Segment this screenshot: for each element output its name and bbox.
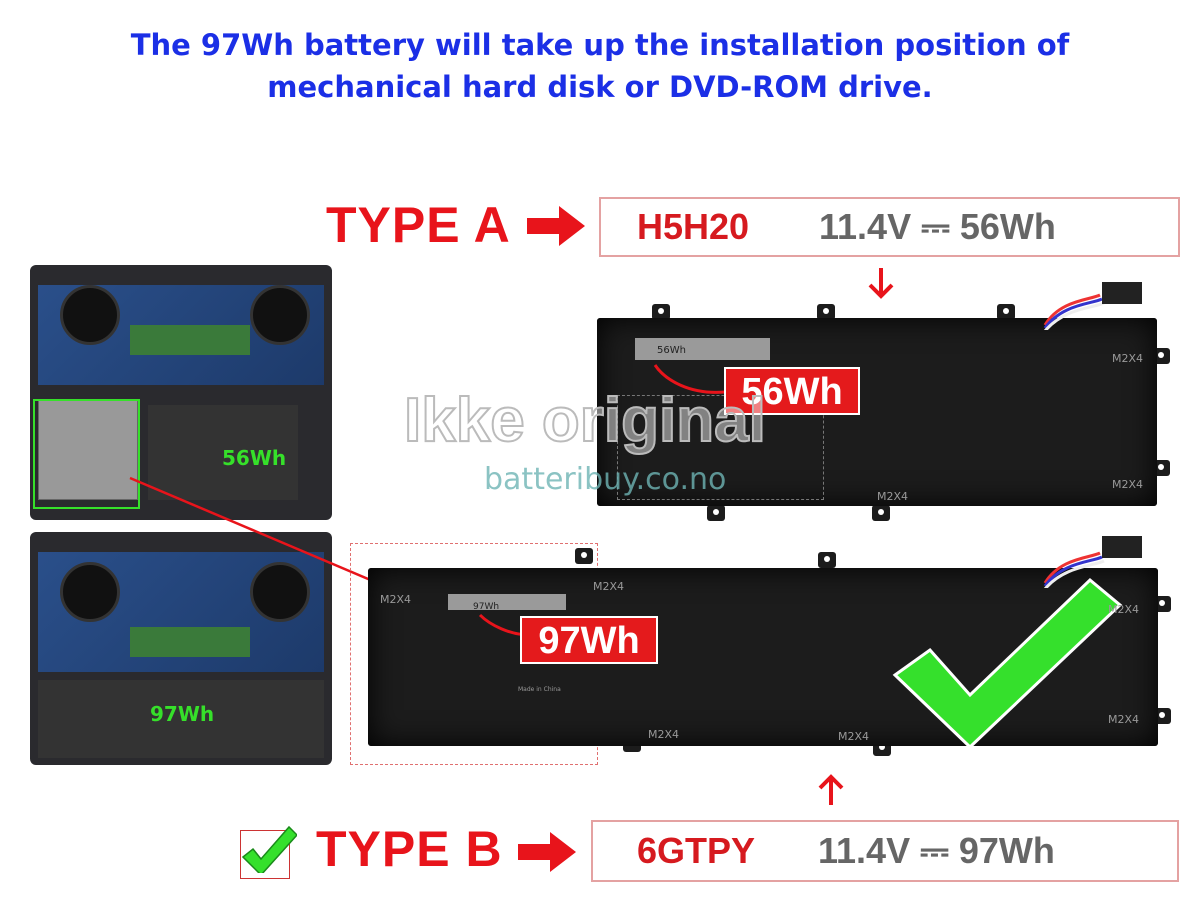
title-line-2: mechanical hard disk or DVD-ROM drive.	[267, 70, 933, 104]
hdd-highlight-box	[33, 399, 140, 509]
battery-sticker: 56Wh	[635, 338, 770, 360]
type-a-spec: 11.4V ⎓ 56Wh	[819, 205, 1056, 247]
type-b-label: TYPE B	[316, 821, 503, 877]
type-a-label: TYPE A	[326, 197, 511, 253]
type-b-spec-box: 6GTPY 11.4V ⎓ 97Wh	[591, 820, 1179, 882]
type-b-code: 6GTPY	[637, 830, 756, 871]
type-b-checkbox	[240, 825, 297, 879]
title-line-1: The 97Wh battery will take up the instal…	[130, 28, 1070, 62]
type-a-code: H5H20	[637, 206, 750, 247]
battery-cable	[1043, 282, 1142, 330]
type-a-capacity-label: 56Wh	[724, 367, 860, 415]
pointer-arrow	[653, 364, 726, 394]
check-icon	[241, 825, 297, 873]
checkmark-icon	[892, 577, 1123, 750]
laptop-b-label: 97Wh	[150, 702, 215, 726]
battery-type-a: 56Wh M2X4 M2X4 M2X4	[597, 300, 1170, 525]
type-b-capacity-label: 97Wh	[520, 616, 658, 664]
watermark-url: batteribuy.co.no	[484, 462, 727, 497]
battery-cable	[1043, 536, 1142, 588]
arrow-right-icon	[527, 206, 585, 246]
type-a-spec-box: H5H20 11.4V ⎓ 56Wh	[599, 197, 1180, 257]
laptop-a-label: 56Wh	[222, 446, 287, 470]
laptop-type-b: 97Wh	[30, 532, 332, 765]
type-b-spec: 11.4V ⎓ 97Wh	[818, 829, 1055, 871]
arrow-up-icon	[818, 774, 844, 805]
arrow-right-icon	[518, 832, 576, 872]
arrow-down-icon	[868, 268, 894, 299]
watermark-text: Ikke original	[403, 385, 767, 456]
